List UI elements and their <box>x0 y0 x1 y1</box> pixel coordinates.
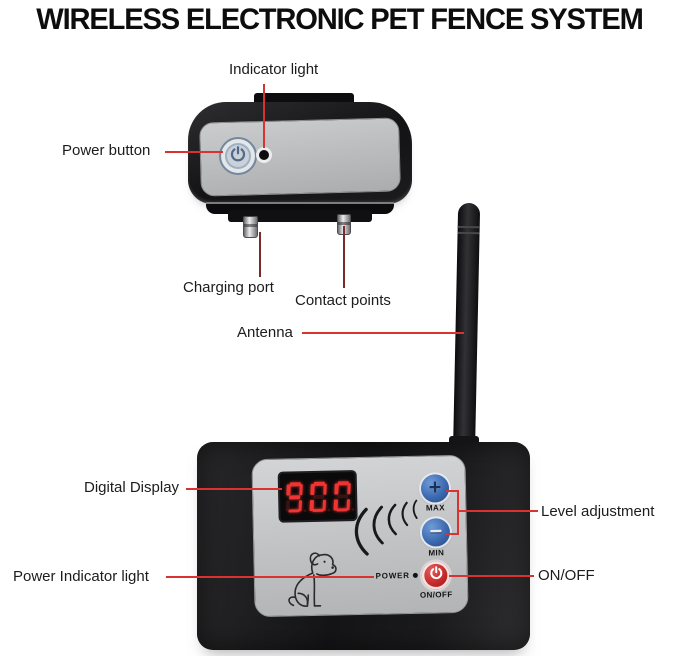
annotation-power-button: Power button <box>62 142 151 159</box>
transmitter-faceplate: + MAX − MIN POWER ON/OFF <box>251 454 469 618</box>
callout-line-antenna <box>302 332 464 334</box>
onoff-power-button <box>421 561 451 590</box>
collar-power-button <box>219 137 257 175</box>
annotation-power-indicator-light: Power Indicator light <box>13 568 149 585</box>
annotation-charging-port: Charging port <box>183 279 274 296</box>
indicator-light-led <box>256 147 272 163</box>
callout-bracket-level-top <box>446 490 459 492</box>
callout-line-power-indicator <box>166 576 374 578</box>
seven-segment-display <box>277 470 358 523</box>
callout-line-charging-port <box>259 232 261 277</box>
signal-waves-icon <box>350 495 425 564</box>
callout-bracket-level-bottom <box>446 533 459 535</box>
max-label: MAX <box>425 503 446 513</box>
annotation-digital-display: Digital Display <box>84 479 180 496</box>
annotation-contact-points: Contact points <box>295 292 391 309</box>
collar-mount-plate <box>228 210 372 222</box>
callout-line-on-off <box>449 575 534 577</box>
minus-icon: − <box>429 517 443 544</box>
power-icon <box>428 565 443 585</box>
callout-line-level-adjustment <box>459 510 538 512</box>
page-title: WIRELESS ELECTRONIC PET FENCE SYSTEM <box>36 3 644 36</box>
min-label: MIN <box>428 548 445 558</box>
dog-icon <box>282 548 339 616</box>
callout-line-indicator-light <box>263 84 265 148</box>
power-icon <box>229 145 247 168</box>
plus-icon: + <box>428 474 442 500</box>
onoff-button-label: ON/OFF <box>419 590 453 600</box>
level-up-button: + <box>420 474 450 503</box>
callout-bracket-level-vertical <box>457 490 459 535</box>
annotation-indicator-light: Indicator light <box>229 61 319 78</box>
antenna <box>453 202 481 452</box>
annotation-antenna: Antenna <box>237 324 293 341</box>
annotation-on-off: ON/OFF <box>538 567 595 584</box>
charging-pin-left <box>243 216 258 238</box>
power-led-dot <box>412 572 418 578</box>
led-indicator-icon <box>259 150 269 160</box>
callout-line-contact-points <box>343 226 345 288</box>
annotation-level-adjustment: Level adjustment <box>541 503 655 520</box>
callout-line-power-button <box>165 151 223 153</box>
callout-line-digital-display <box>186 488 282 490</box>
